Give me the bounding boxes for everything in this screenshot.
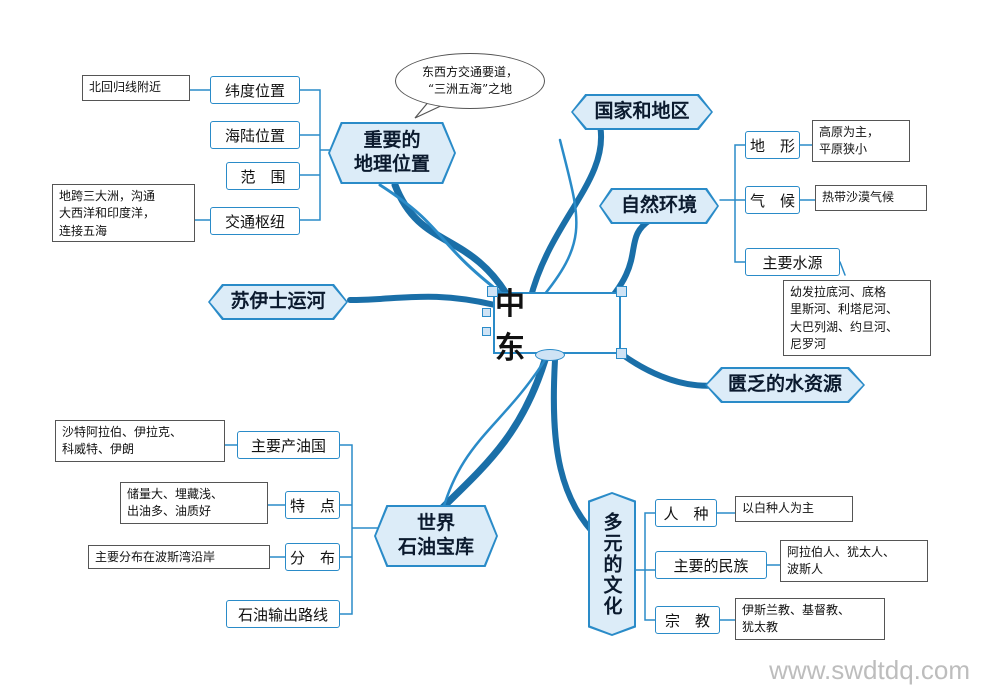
nature-note-river: 幼发拉底河、底格 里斯河、利塔尼河、 大巴列湖、约旦河、 尼罗河 xyxy=(783,280,931,356)
branch-nature: 自然环境 xyxy=(599,188,719,224)
geo-item-lat: 纬度位置 xyxy=(210,76,300,104)
nature-item-terrain: 地 形 xyxy=(745,131,800,159)
branch-country: 国家和地区 xyxy=(571,94,713,130)
geo-item-range: 范 围 xyxy=(226,162,300,190)
center-handle-tl xyxy=(487,286,498,297)
branch-suez: 苏伊士运河 xyxy=(208,284,348,320)
branch-geo: 重要的 地理位置 xyxy=(328,122,456,184)
center-handle-l2 xyxy=(482,327,491,336)
branch-oil: 世界 石油宝库 xyxy=(374,505,498,567)
center-node: 中 东 xyxy=(493,287,621,366)
center-label: 中 东 xyxy=(495,287,543,366)
culture-item-ethnic: 主要的民族 xyxy=(655,551,767,579)
geo-note-hub: 地跨三大洲，沟通 大西洋和印度洋， 连接五海 xyxy=(52,184,195,242)
geo-note-bubble: 东西方交通要道， “三洲五海”之地 xyxy=(395,53,545,109)
branch-culture-label: 多元的文化 xyxy=(600,511,623,617)
branch-culture-inner: 多元的文化 xyxy=(590,494,634,634)
branch-suez-label: 苏伊士运河 xyxy=(210,286,346,318)
culture-item-religion: 宗 教 xyxy=(655,606,720,634)
nature-note-terrain: 高原为主， 平原狭小 xyxy=(812,120,910,162)
oil-item-routes: 石油输出路线 xyxy=(226,600,340,628)
branch-nature-label: 自然环境 xyxy=(601,190,717,222)
culture-note-ethnic: 阿拉伯人、犹太人、 波斯人 xyxy=(780,540,928,582)
nature-item-river: 主要水源 xyxy=(745,248,840,276)
culture-note-race: 以白种人为主 xyxy=(735,496,853,522)
oil-note-distribution: 主要分布在波斯湾沿岸 xyxy=(88,545,270,569)
nature-item-climate: 气 候 xyxy=(745,186,800,214)
oil-note-features: 储量大、埋藏浅、 出油多、油质好 xyxy=(120,482,268,524)
oil-item-producers: 主要产油国 xyxy=(237,431,340,459)
oil-note-producers: 沙特阿拉伯、伊拉克、 科威特、伊朗 xyxy=(55,420,225,462)
geo-note-lat: 北回归线附近 xyxy=(82,75,190,101)
geo-item-landsea: 海陆位置 xyxy=(210,121,300,149)
center-handle-br xyxy=(616,348,627,359)
center-handle-l1 xyxy=(482,308,491,317)
center-oval xyxy=(535,349,565,361)
branch-culture: 多元的文化 xyxy=(588,492,636,636)
branch-water-label: 匮乏的水资源 xyxy=(707,369,863,401)
branch-country-label: 国家和地区 xyxy=(573,96,711,128)
center-handle-tr xyxy=(616,286,627,297)
oil-item-distribution: 分 布 xyxy=(285,543,340,571)
geo-item-hub: 交通枢纽 xyxy=(210,207,300,235)
branch-oil-label: 世界 石油宝库 xyxy=(376,507,496,565)
oil-item-features: 特 点 xyxy=(285,491,340,519)
culture-item-race: 人 种 xyxy=(655,499,717,527)
culture-note-religion: 伊斯兰教、基督教、 犹太教 xyxy=(735,598,885,640)
watermark: www.swdtdq.com xyxy=(769,655,970,685)
nature-note-climate: 热带沙漠气候 xyxy=(815,185,927,211)
branch-water: 匮乏的水资源 xyxy=(705,367,865,403)
branch-geo-label: 重要的 地理位置 xyxy=(330,124,454,182)
